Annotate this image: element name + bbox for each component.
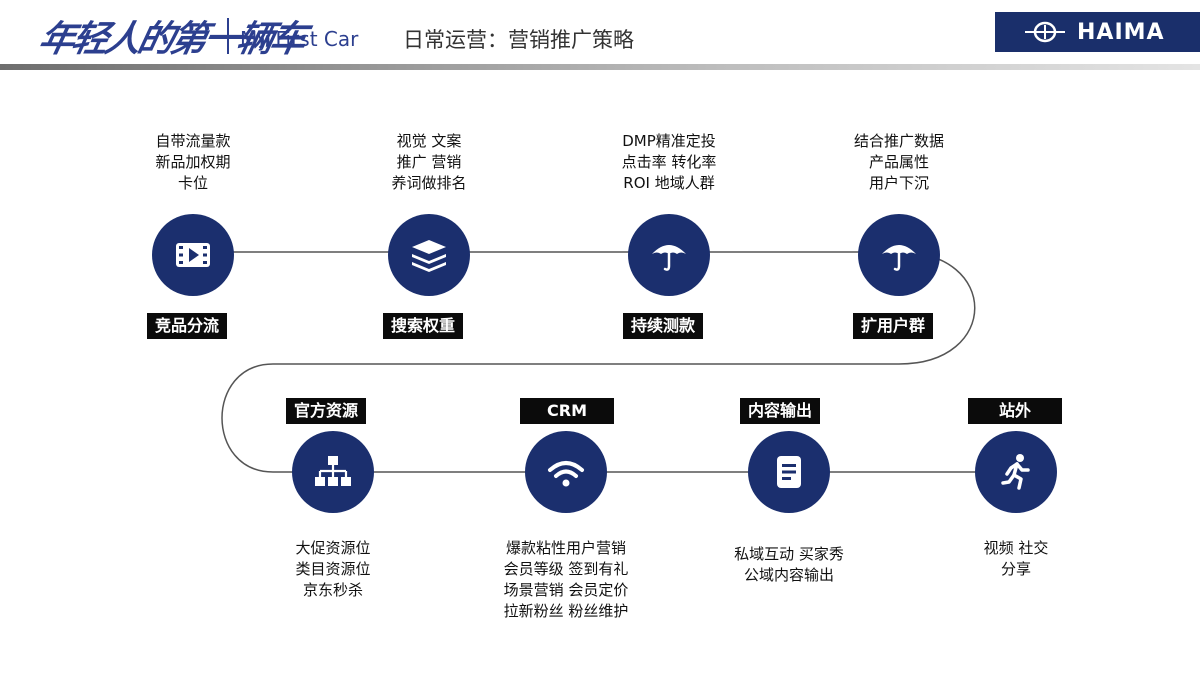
page-title: 日常运营：营销推广策略 bbox=[403, 28, 634, 52]
node-label: 搜索权重 bbox=[383, 313, 464, 339]
node-circle bbox=[975, 431, 1057, 513]
node-circle bbox=[292, 431, 374, 513]
sitemap-icon bbox=[315, 456, 351, 486]
node-description: 视频 社交 分享 bbox=[983, 539, 1049, 578]
video-play-icon bbox=[176, 243, 210, 267]
node-description: 大促资源位 类目资源位 京东秒杀 bbox=[295, 539, 371, 599]
brand-tagline: My First Car bbox=[240, 27, 359, 51]
umbrella-icon bbox=[652, 245, 686, 271]
node-circle bbox=[152, 214, 234, 296]
node-circle bbox=[388, 214, 470, 296]
node-label: 官方资源 bbox=[286, 398, 367, 424]
node-label: 扩用户群 bbox=[853, 313, 934, 339]
node-label: 持续测款 bbox=[623, 313, 704, 339]
node-label: 竞品分流 bbox=[147, 313, 228, 339]
running-person-icon bbox=[1001, 454, 1030, 490]
wifi-icon bbox=[548, 461, 584, 487]
haima-logo: HAIMA bbox=[995, 12, 1200, 52]
node-circle bbox=[858, 214, 940, 296]
node-label: CRM bbox=[520, 398, 614, 424]
haima-emblem-icon bbox=[1025, 21, 1065, 43]
logo-text: HAIMA bbox=[1077, 19, 1165, 45]
node-circle bbox=[525, 431, 607, 513]
node-circle bbox=[628, 214, 710, 296]
node-circle bbox=[748, 431, 830, 513]
node-description: 爆款粘性用户营销 会员等级 签到有礼 场景营销 会员定价 拉新粉丝 粉丝维护 bbox=[503, 539, 629, 620]
header-rule bbox=[0, 64, 1200, 70]
brand-divider bbox=[227, 18, 229, 54]
slide-header: 年轻人的第一辆车 My First Car 日常运营：营销推广策略 HAIMA bbox=[0, 0, 1200, 70]
node-description: 视觉 文案 推广 营销 养词做排名 bbox=[391, 132, 467, 192]
document-icon bbox=[777, 456, 801, 488]
node-description: 自带流量款 新品加权期 卡位 bbox=[155, 132, 231, 192]
node-description: 结合推广数据 产品属性 用户下沉 bbox=[853, 132, 944, 192]
node-label: 内容输出 bbox=[740, 398, 821, 424]
node-description: DMP精准定投 点击率 转化率 ROI 地域人群 bbox=[621, 132, 717, 192]
layers-icon bbox=[412, 240, 446, 272]
umbrella-icon bbox=[882, 245, 916, 271]
node-description: 私域互动 买家秀 公域内容输出 bbox=[734, 545, 844, 584]
node-label: 站外 bbox=[968, 398, 1062, 424]
